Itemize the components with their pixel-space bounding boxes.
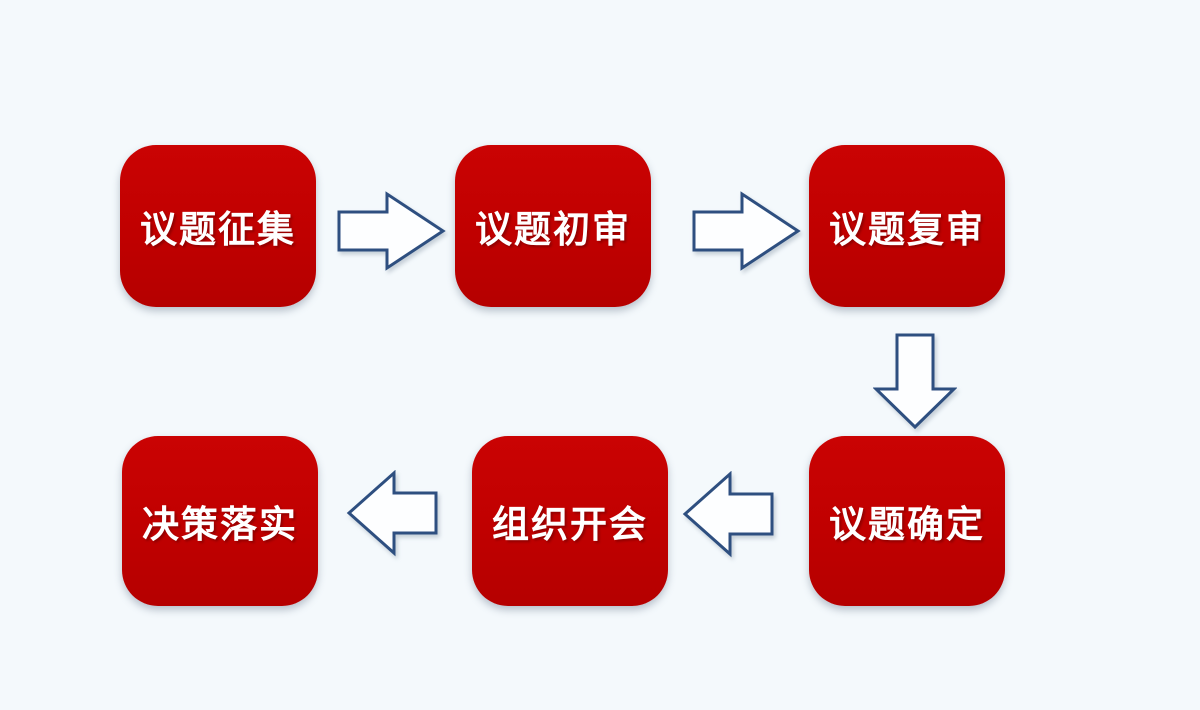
arrow-left-icon	[346, 470, 438, 557]
node-decision-implementation: 决策落实	[122, 436, 318, 606]
node-topic-initial-review-label: 议题初审	[475, 210, 631, 251]
node-decision-implementation-label: 决策落实	[142, 505, 298, 546]
node-topic-confirmation-label: 议题确定	[829, 505, 985, 546]
node-organize-meeting-label: 组织开会	[492, 505, 648, 546]
arrow-right-icon	[337, 191, 446, 271]
node-topic-confirmation: 议题确定	[809, 436, 1005, 606]
node-topic-re-review-label: 议题复审	[829, 210, 985, 251]
node-organize-meeting: 组织开会	[472, 436, 668, 606]
arrow-down-icon	[873, 333, 957, 430]
node-topic-collection-label: 议题征集	[140, 210, 296, 251]
arrow-left-icon	[682, 471, 774, 558]
node-topic-initial-review: 议题初审	[455, 145, 651, 307]
node-topic-re-review: 议题复审	[809, 145, 1005, 307]
node-topic-collection: 议题征集	[120, 145, 316, 307]
arrow-right-icon	[692, 191, 801, 271]
